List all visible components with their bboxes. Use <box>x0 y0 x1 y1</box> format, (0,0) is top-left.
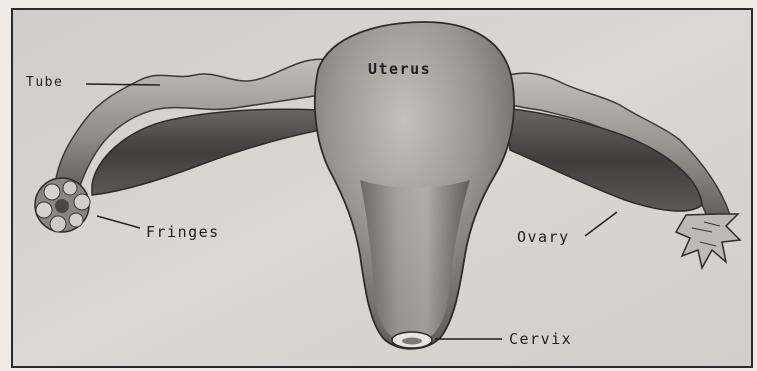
cervix-os-shape <box>402 338 422 345</box>
tube-label: Tube <box>26 75 63 90</box>
cervix-label: Cervix <box>509 330 572 348</box>
ovary-label: Ovary <box>517 228 570 246</box>
fringes-label: Fringes <box>146 223 220 241</box>
uterus-label: Uterus <box>368 60 431 78</box>
left-fringes-shape <box>35 178 90 232</box>
tube-leader-line <box>86 84 160 85</box>
